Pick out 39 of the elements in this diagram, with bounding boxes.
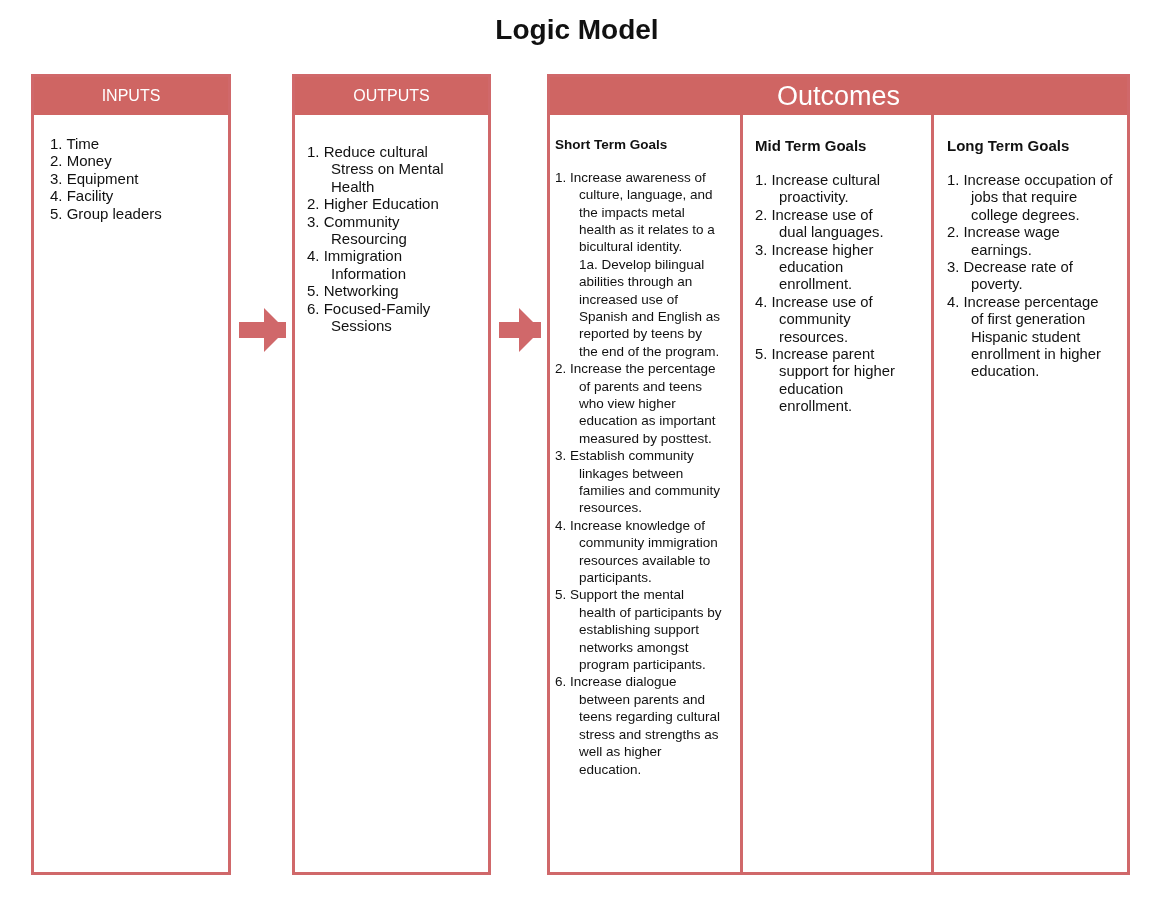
list-item: 4. Immigration Information <box>307 247 408 283</box>
list-item: 5. Increase parent support for higher education enrollment. <box>755 346 896 416</box>
list-item: 6. Increase dialogue between parents and teens regarding cultural stress and strengths as well as higher education. <box>555 673 722 778</box>
column-box <box>292 74 491 875</box>
list-item: 5. Support the mental health of participants by establishing support networks amongst program participants. <box>555 586 723 674</box>
list-item: 4. Facility <box>50 187 115 205</box>
list-item: 5. Networking <box>307 282 400 300</box>
list-item: 2. Higher Education <box>307 195 440 213</box>
list-item: 1. Increase occupation of jobs that require college degrees. <box>947 172 1113 225</box>
list-item: 2. Increase wage earnings. <box>947 224 1061 260</box>
column-box <box>547 74 1130 875</box>
list-item: 6. Focused-Family Sessions <box>307 299 432 335</box>
arrow <box>499 308 541 352</box>
list-item: 5. Group leaders <box>50 204 163 223</box>
list-item: 4. Increase percentage of first generation Hispanic student enrollment in higher education. <box>947 293 1102 381</box>
list-item: 4. Increase use of community resources. <box>755 293 874 347</box>
column-heading: INPUTS <box>34 77 228 115</box>
list-item: 3. Community Resourcing <box>307 212 408 248</box>
arrow <box>239 308 286 352</box>
column-heading: Outcomes <box>550 77 1127 115</box>
list-item: 1. Time <box>50 135 101 153</box>
list-item: 3. Decrease rate of poverty. <box>947 259 1074 294</box>
list-item: 3. Establish community linkages between families and community resources. <box>555 447 722 517</box>
title: Logic Model <box>494 14 660 46</box>
list-item: 2. Increase the percentage of parents and teens who view higher education as important measured by posttest. <box>555 360 717 448</box>
column-heading: OUTPUTS <box>295 77 488 115</box>
column-box <box>31 74 231 875</box>
list-item: 2. Increase use of dual languages. <box>755 206 885 242</box>
list-item: 1. Increase awareness of culture, language, and the impacts metal health as it relates to a bicultural identity. <box>555 168 716 256</box>
list-item: 3. Equipment <box>50 169 140 188</box>
column-heading: Long Term Goals <box>947 137 1070 154</box>
list-item: 2. Money <box>50 152 113 170</box>
list-item: 3. Increase higher education enrollment. <box>755 241 875 294</box>
column-heading: Short Term Goals <box>555 137 668 152</box>
column-heading: Mid Term Goals <box>755 137 867 154</box>
list-item: 1. Reduce cultural Stress on Mental Health <box>307 143 445 196</box>
list-item: 1. Increase cultural proactivity. <box>755 172 881 207</box>
list-item: 4. Increase knowledge of community immigration resources available to participants. <box>555 516 719 587</box>
list-item: 1a. Develop bilingual abilities through an increased use of Spanish and English as reported by teens by the end of the program. <box>578 255 722 361</box>
